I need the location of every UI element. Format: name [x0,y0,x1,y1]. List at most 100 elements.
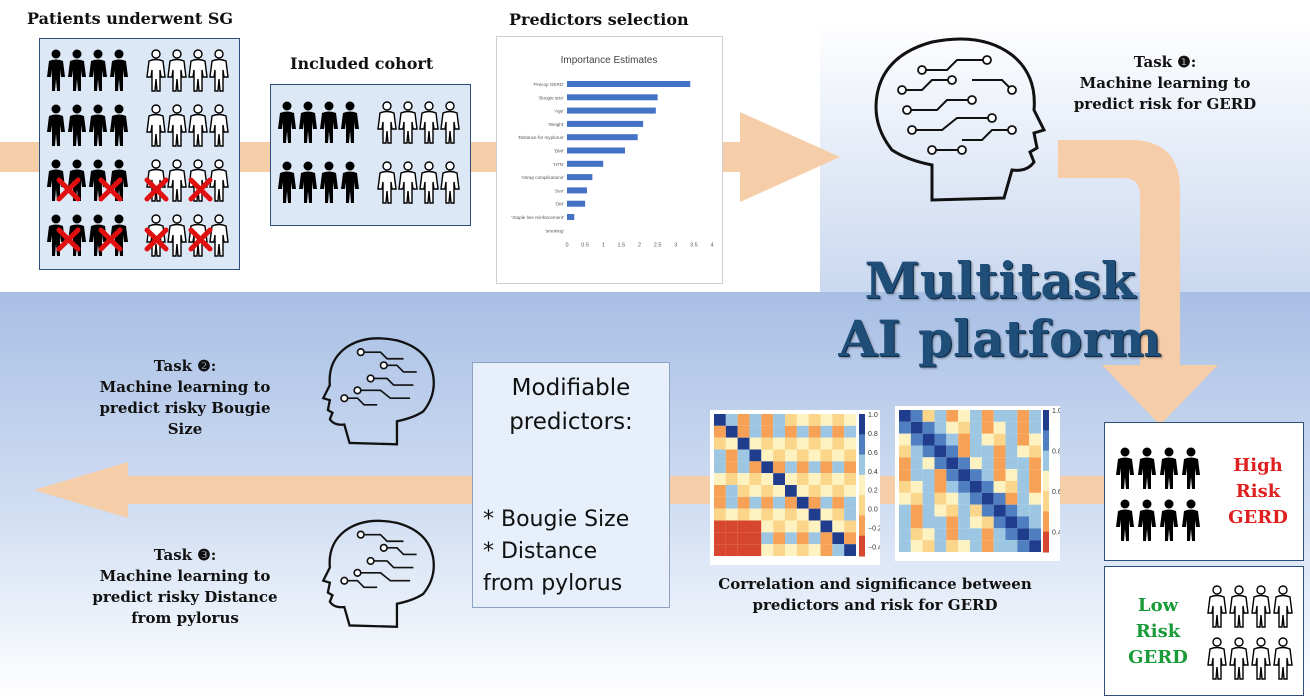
heatmap-cell [934,481,947,493]
heatmap-cell [970,445,982,458]
heatmap-cell [820,532,833,545]
colorbar-label: 1.0 [868,412,878,419]
chart-bar [567,214,575,220]
heatmap-cell [899,410,911,422]
heatmap-cell [958,528,970,541]
high-risk-line2: Risk [1235,481,1281,502]
heatmap-cell [749,437,762,450]
heatmap-cell [820,461,833,474]
heatmap-cell [1005,481,1018,493]
chart-tick-label: 1 [602,243,605,249]
heatmap-cell [785,485,797,497]
heatmap-cell [1029,528,1041,541]
heatmap-cell [1029,445,1041,458]
colorbar-label: −0.2 [868,526,880,533]
chart-bar [567,120,644,127]
heatmap-cell [785,520,797,533]
heatmap-cell [1017,433,1030,446]
task1-line2: Machine learning to [1079,74,1251,92]
chart-category-label: 'Precop GERD' [533,82,564,87]
heatmap-cell [844,473,856,485]
heatmap-cell [1017,410,1030,422]
heatmap-cell [773,520,785,533]
heatmap-cell [737,532,750,545]
heatmap-cell [1005,445,1018,458]
heatmap-cell [899,516,911,529]
chart-bar [567,147,625,154]
heatmap-cell [993,457,1006,470]
heatmap-cell [981,421,994,434]
heatmap-cell [714,461,726,474]
high-risk-line3: GERD [1228,507,1288,528]
heatmap-cell [922,457,935,470]
caption-line2: predictors and risk for GERD [752,596,998,614]
heatmap-cell [922,540,935,552]
heatmap-cell [899,421,911,434]
heatmap-cell [899,445,911,458]
person-icon [278,101,460,204]
heatmap-cell [922,516,935,529]
heatmap-cell [737,473,750,485]
heatmap-cell [820,414,833,426]
heatmap-cell [832,425,845,438]
heatmap-cell [1029,410,1041,422]
heatmap-cell [796,414,809,426]
colorbar-segment [859,414,865,435]
chart-category-label: 'Staple line reinforcement' [511,215,564,220]
heatmap-cell [934,433,947,446]
platform-title: Multitask AI platform [835,252,1165,368]
chart-category-label: 'DM' [555,202,564,207]
colorbar-segment [859,535,865,557]
heatmap-cell [1005,433,1018,446]
chart-bar [567,187,587,194]
heatmap-cell [785,544,797,556]
heatmap-cell [737,544,750,556]
heatmap-cell [1017,469,1030,481]
heatmap-cell [981,445,994,458]
heatmap-cell [773,485,785,497]
heatmap-cell [993,481,1006,493]
heatmap-cell [910,469,923,481]
heatmap-cell [1017,481,1030,493]
heatmap-cell [761,425,774,438]
heatmap-cell [1005,492,1018,505]
heatmap-cell [737,414,750,426]
heatmap-cell [761,461,774,474]
heatmap-cell [1029,540,1041,552]
heatmap-cell [785,473,797,485]
brain-icon [321,337,435,446]
high-risk-line1: High [1233,455,1283,476]
modifiable-item-pylorus: from pylorus [483,571,623,596]
heatmap-cell [796,425,809,438]
heatmap-cell [910,504,923,517]
chart-tick-label: 0.5 [581,243,589,249]
task3-text: Task ❸: Machine learning to predict risk… [75,545,295,629]
colorbar-segment [859,454,865,476]
chart-tick-label: 4 [710,243,713,249]
task1-line3: predict risk for GERD [1073,95,1257,113]
heatmap-cell [922,433,935,446]
colorbar-segment [1043,470,1049,492]
heatmap-cell [808,520,821,533]
chart-tick-label: 2.5 [654,243,662,249]
heatmap-cell [946,469,959,481]
heatmap-cell [820,485,833,497]
heatmap-cell [749,425,762,438]
heatmap-cell [981,528,994,541]
task3-line4: from pylorus [131,609,239,627]
colorbar-label: 0.0 [868,507,878,514]
colorbar-segment [859,495,865,516]
heatmap-cell [1017,457,1030,470]
heatmap-cell [946,445,959,458]
heatmap-cell [910,433,923,446]
heatmap-cell [844,449,856,462]
heatmap-cell [773,496,785,509]
heatmap-right-svg: 1.00.80.60.4 [899,408,1062,553]
heatmap-cell [725,532,738,545]
heatmap-cell [761,473,774,485]
task2-line3: predict risky Bougie [99,399,271,417]
heatmap-cell [832,520,845,533]
right-curve-arrow [1058,140,1218,425]
heatmap-cell [737,520,750,533]
heatmap-cell [946,421,959,434]
